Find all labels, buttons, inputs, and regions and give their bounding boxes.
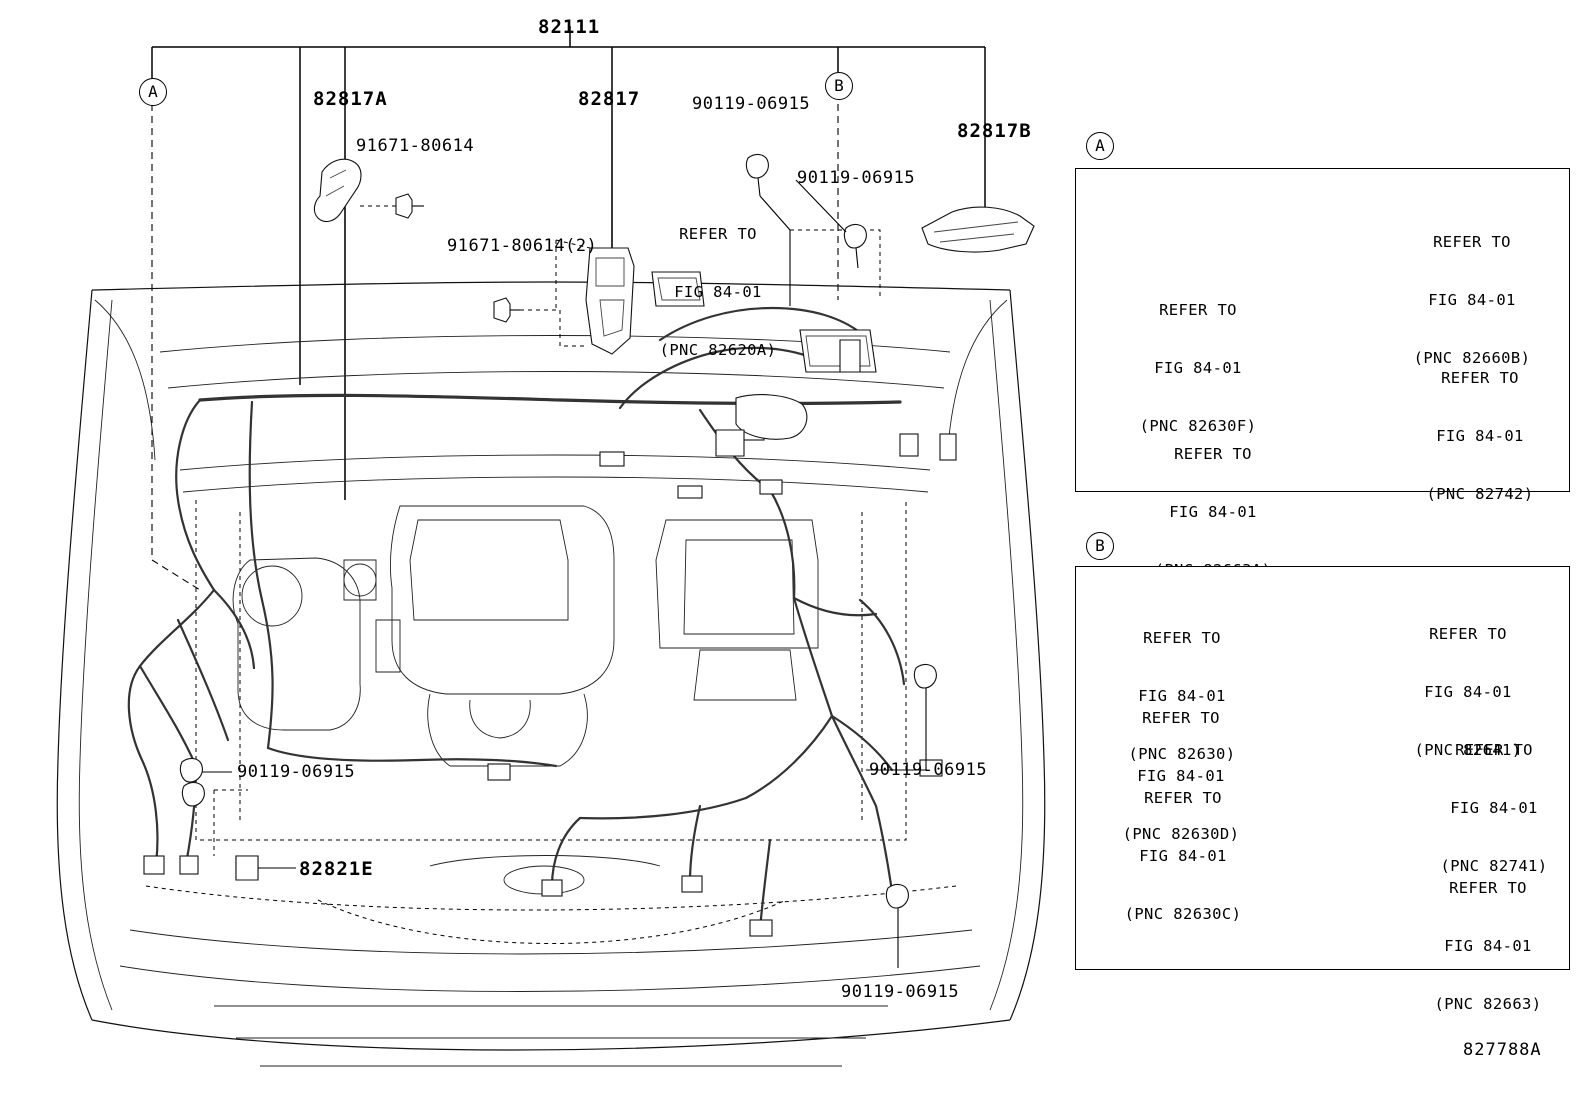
callout-91671-80614: 91671-80614 — [356, 136, 475, 156]
callout-90119-06915-bottom: 90119-06915 — [841, 982, 960, 1002]
panel-b-item-5-line2: FIG 84-01 — [1444, 936, 1532, 955]
callout-90119-06915-right: 90119-06915 — [869, 760, 988, 780]
panel-b-item-5-line3: (PNC 82663) — [1434, 995, 1542, 1013]
main-refer-block: REFER TO FIG 84-01 (PNC 82620A) — [618, 186, 818, 399]
panel-b-item-0: REFER TO FIG 84-01 (PNC 82630) — [1092, 590, 1272, 803]
panel-b-item-0-line2: FIG 84-01 — [1138, 686, 1226, 705]
panel-a-marker: A — [1086, 132, 1114, 160]
main-refer-line1: REFER TO — [679, 224, 757, 243]
panel-b-item-2-line1: REFER TO — [1142, 708, 1220, 727]
panel-a-item-3-line1: REFER TO — [1174, 444, 1252, 463]
panel-b-item-4: REFER TO FIG 84-01 (PNC 82630C) — [1090, 750, 1276, 963]
callout-82817b: 82817B — [957, 120, 1032, 142]
panel-a-item-3-line2: FIG 84-01 — [1169, 502, 1257, 521]
panel-a-item-2-line2: FIG 84-01 — [1436, 426, 1524, 445]
marker-a: A — [139, 78, 167, 106]
panel-b-item-5-line1: REFER TO — [1449, 878, 1527, 897]
panel-b-item-1-line3: (PNC 82641) — [1414, 741, 1522, 759]
panel-b-item-2-line2: FIG 84-01 — [1137, 766, 1225, 785]
panel-b-item-4-line3: (PNC 82630C) — [1124, 905, 1242, 923]
panel-b-item-1: REFER TO FIG 84-01 (PNC 82641) — [1378, 586, 1558, 799]
panel-b-item-2-line3: (PNC 82630D) — [1122, 825, 1240, 843]
panel-b-item-5: REFER TO FIG 84-01 (PNC 82663) — [1412, 840, 1564, 1053]
main-refer-line3: (PNC 82620A) — [659, 341, 777, 359]
panel-b-item-1-line1: REFER TO — [1429, 624, 1507, 643]
panel-b-item-4-line1: REFER TO — [1144, 788, 1222, 807]
callout-90119-06915-upper-right: 90119-06915 — [797, 168, 916, 188]
panel-a-item-1: REFER TO FIG 84-01 (PNC 82630F) — [1100, 262, 1296, 475]
panel-b-item-3-line1: REFER TO — [1455, 740, 1533, 759]
panel-b-item-2: REFER TO FIG 84-01 (PNC 82630D) — [1088, 670, 1274, 883]
panel-a-item-2-line3: (PNC 82742) — [1426, 485, 1534, 503]
panel-a-item-1-line3: (PNC 82630F) — [1139, 417, 1257, 435]
callout-82817: 82817 — [578, 88, 641, 110]
panel-a-item-2-line1: REFER TO — [1441, 368, 1519, 387]
panel-b-item-0-line3: (PNC 82630) — [1128, 745, 1236, 763]
panel-a — [1075, 168, 1570, 492]
figure-code: 827788A — [1463, 1040, 1542, 1060]
callout-91671-80614-2: 91671-80614(2) — [447, 236, 598, 256]
main-refer-line2: FIG 84-01 — [674, 282, 762, 301]
panel-b-item-3-line3: (PNC 82741) — [1440, 857, 1548, 875]
panel-a-item-0-line1: REFER TO — [1433, 232, 1511, 251]
main-part-label: 82111 — [538, 16, 601, 38]
callout-90119-06915-left: 90119-06915 — [237, 762, 356, 782]
panel-b-item-4-line2: FIG 84-01 — [1139, 846, 1227, 865]
panel-b-item-3: REFER TO FIG 84-01 (PNC 82741) — [1418, 702, 1570, 915]
panel-a-item-1-line2: FIG 84-01 — [1154, 358, 1242, 377]
panel-b-item-0-line1: REFER TO — [1143, 628, 1221, 647]
panel-a-item-0-line3: (PNC 82660B) — [1413, 349, 1531, 367]
panel-b-marker: B — [1086, 532, 1114, 560]
panel-b-item-1-line2: FIG 84-01 — [1424, 682, 1512, 701]
panel-b-item-3-line2: FIG 84-01 — [1450, 798, 1538, 817]
panel-a-item-2: REFER TO FIG 84-01 (PNC 82742) — [1390, 330, 1570, 543]
marker-b: B — [825, 72, 853, 100]
callout-82821e: 82821E — [299, 858, 374, 880]
panel-b — [1075, 566, 1570, 970]
panel-a-item-1-line1: REFER TO — [1159, 300, 1237, 319]
panel-a-item-0: REFER TO FIG 84-01 (PNC 82660B) — [1374, 194, 1570, 407]
callout-82817a: 82817A — [313, 88, 388, 110]
panel-a-item-0-line2: FIG 84-01 — [1428, 290, 1516, 309]
callout-90119-06915-top: 90119-06915 — [692, 94, 811, 114]
